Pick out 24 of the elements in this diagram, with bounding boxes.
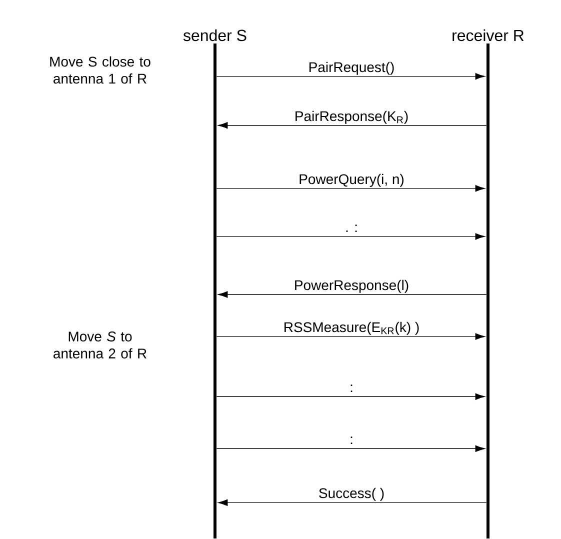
edge-label: PowerResponse(l) — [295, 280, 408, 293]
lifeline: receiver R — [452, 29, 524, 538]
message-arrow — [216, 445, 485, 452]
note: Move S close to antenna 1 of R — [50, 56, 150, 84]
edge-label: : — [350, 384, 352, 392]
edge-label: PairResponse(K$_{R}$) — [296, 110, 408, 124]
message-arrow — [218, 122, 487, 129]
message-arrow — [216, 73, 485, 80]
edge-label: Success( ) — [319, 488, 384, 501]
edge-label: RSSMeasure(E$_{KR}$(k) ) — [284, 322, 419, 335]
node-label: sender S — [183, 29, 246, 42]
message-arrow — [216, 393, 485, 400]
edge-label: . : — [346, 224, 357, 232]
message-arrow — [216, 185, 485, 192]
edge-label: PairRequest() — [309, 62, 394, 75]
lifeline: sender S — [183, 29, 246, 538]
edge-label: PowerQuery(i, n) — [300, 174, 404, 187]
message-arrow — [216, 333, 485, 340]
message-arrow — [216, 233, 485, 240]
message-arrow — [218, 499, 487, 506]
node-label: receiver R — [452, 29, 524, 42]
note: Move S to antenna 2 of R — [54, 332, 146, 358]
edge-label: : — [350, 436, 352, 444]
message-arrow — [218, 291, 487, 298]
